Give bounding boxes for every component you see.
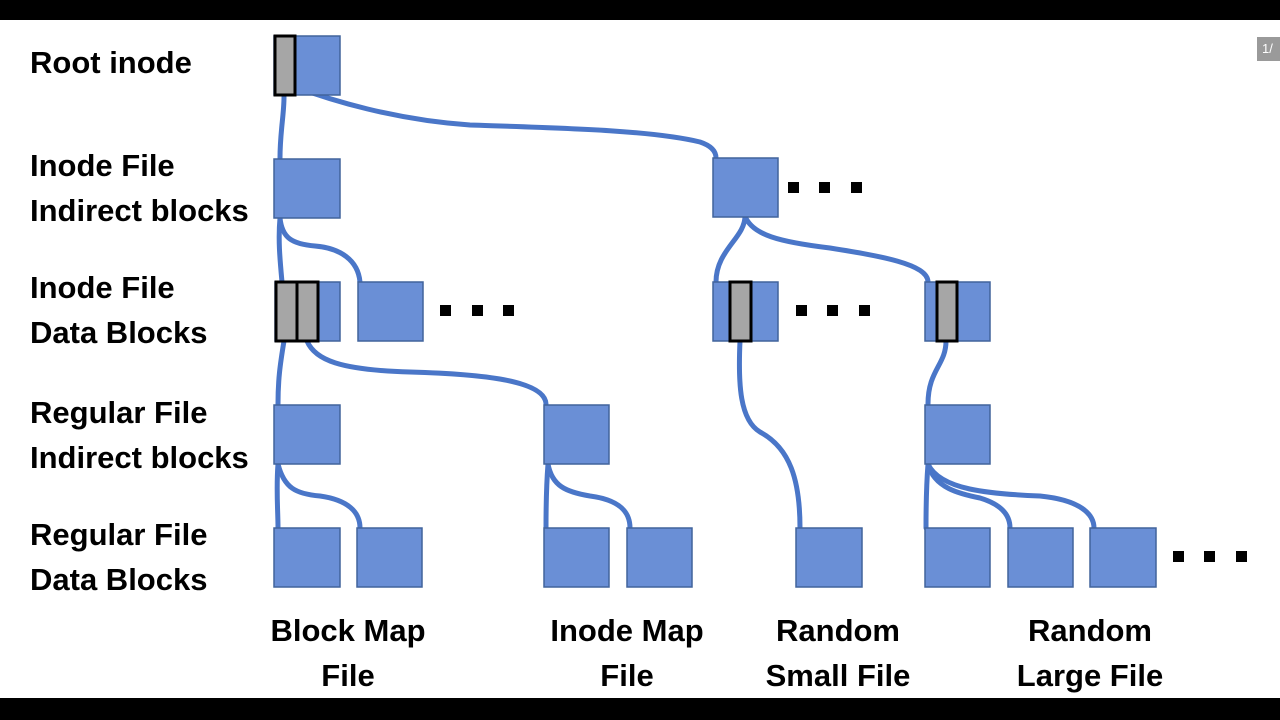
edge-root-to-random-indirect [293,84,719,161]
edge-inode-map-indirect-to-data-a [543,461,551,531]
ellipsis-dot [1173,551,1184,562]
ellipsis-dot [859,305,870,316]
ellipsis-dot [819,182,830,193]
inode-pointers [273,34,959,343]
inode-map-data-block-2 [626,527,693,588]
row-label-root-inode: Root inode [30,45,192,80]
row-label-inode-file-indirect-blocks: Inode File Indirect blocks [30,148,249,228]
block-map-indirect-block [273,404,341,465]
inode-pointer-inode-map [295,280,320,343]
edge-large-indirect-to-data-a [923,461,931,531]
file-system-tree-diagram [273,34,1247,588]
row-label-inode-file-data-blocks: Inode File Data Blocks [30,270,208,350]
edge-root-to-block-map-indirect [277,94,287,161]
large-file-data-block-1 [924,527,991,588]
page-indicator: 1/ [1257,37,1280,61]
edge-inode-data-to-inode-map-indirect [304,338,549,407]
col-label-random-large-file: Random Large File [1016,613,1164,693]
col-label-block-map-file: Block Map File [270,613,426,693]
inode-pointer-small-file [728,280,753,343]
ellipsis-dot [851,182,862,193]
large-file-data-block-3 [1089,527,1157,588]
inode-map-data-block-1 [543,527,610,588]
root-inode-pointer [273,34,297,97]
edge-block-map-indirect-to-data-b [275,461,363,531]
ellipsis-dot [440,305,451,316]
col-label-inode-map-file: Inode Map File [550,613,704,693]
edge-block-map-indirect-to-data-2 [277,215,363,285]
ellipsis-dot [1236,551,1247,562]
edge-inode-data-to-block-map-indirect [275,338,287,407]
edge-random-indirect-to-data-1 [713,213,748,285]
edge-random-indirect-to-data-2 [742,213,931,285]
edge-large-indirect-to-data-b [925,461,1013,531]
edge-block-map-indirect-to-data-a [274,461,281,531]
inode-pointer-block-map [274,280,299,343]
block-map-data-block-2 [356,527,423,588]
small-file-data-block [795,527,863,588]
large-file-indirect-block [924,404,991,465]
inode-pointer-large-file [935,280,959,343]
col-label-random-small-file: Random Small File [765,613,911,693]
slide: Root inode Inode File Indirect blocks In… [0,20,1280,698]
block-map-data-block-1 [273,527,341,588]
ellipsis-dot [827,305,838,316]
ellipsis-dot [503,305,514,316]
large-file-data-block-2 [1007,527,1074,588]
ellipsis-dot [796,305,807,316]
ellipsis-dots [440,182,1247,562]
inode-data-block-2 [357,281,424,342]
edge-inode-map-indirect-to-data-b [545,461,633,531]
edge-inode-data-to-large-file-indirect [925,338,949,407]
edge-inode-data-to-small-file-data [736,338,803,531]
inode-map-indirect-block [543,404,610,465]
random-inode-indirect-block [712,157,779,218]
ellipsis-dot [1204,551,1215,562]
ellipsis-dot [472,305,483,316]
tree-edges [274,84,1097,531]
block-map-inode-indirect-block [273,158,341,219]
edge-large-indirect-to-data-c [925,461,1097,531]
row-label-regular-file-data-blocks: Regular File Data Blocks [30,517,208,597]
ellipsis-dot [788,182,799,193]
row-label-regular-file-indirect-blocks: Regular File Indirect blocks [30,395,249,475]
